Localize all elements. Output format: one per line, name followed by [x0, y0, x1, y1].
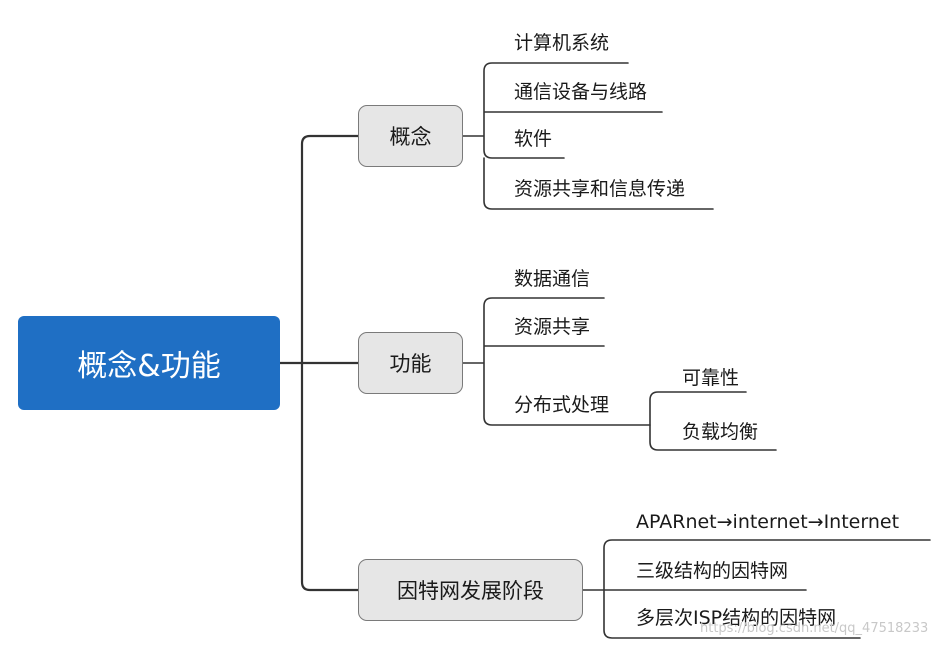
branch-concept[interactable]: 概念 — [358, 105, 463, 167]
concept-connector — [462, 62, 714, 210]
leaf-multi-tier-isp-internet[interactable]: 多层次ISP结构的因特网 — [636, 607, 837, 629]
leaf-three-tier-internet[interactable]: 三级结构的因特网 — [636, 560, 789, 582]
watermark-url: https://blog.csdn.net/qq_47518233 — [700, 621, 929, 636]
branch-function-label: 功能 — [389, 352, 432, 376]
leaf-computer-system[interactable]: 计算机系统 — [514, 32, 610, 54]
branch-function[interactable]: 功能 — [358, 332, 463, 394]
leaf-software[interactable]: 软件 — [514, 128, 553, 150]
function-connector — [462, 297, 651, 426]
trunk-connector — [300, 134, 360, 592]
leaf-load-balancing[interactable]: 负载均衡 — [682, 421, 759, 443]
root-node[interactable]: 概念&功能 — [18, 316, 280, 410]
root-node-label: 概念&功能 — [77, 349, 221, 384]
leaf-resource-sharing-info[interactable]: 资源共享和信息传递 — [514, 178, 686, 200]
leaf-comm-equipment[interactable]: 通信设备与线路 — [514, 81, 648, 103]
distributed-connector — [649, 391, 777, 451]
branch-internet-stages-label: 因特网发展阶段 — [397, 579, 544, 603]
leaf-aparnet-evolution[interactable]: APARnet→internet→Internet — [636, 511, 900, 533]
branch-concept-label: 概念 — [389, 125, 432, 149]
leaf-distributed-processing[interactable]: 分布式处理 — [514, 394, 610, 416]
branch-internet-stages[interactable]: 因特网发展阶段 — [358, 559, 583, 621]
internet-connector — [582, 539, 931, 639]
leaf-resource-sharing[interactable]: 资源共享 — [514, 316, 591, 338]
leaf-data-communication[interactable]: 数据通信 — [514, 268, 591, 290]
leaf-reliability[interactable]: 可靠性 — [682, 367, 740, 389]
